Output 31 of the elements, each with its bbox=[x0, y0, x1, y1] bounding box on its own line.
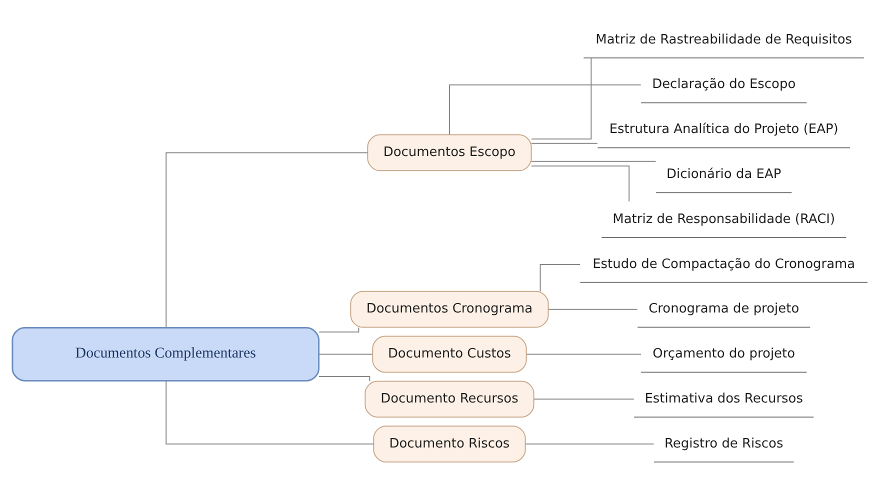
node-text: Matriz de Rastreabilidade de Requisitos bbox=[596, 32, 852, 48]
connector bbox=[548, 308, 638, 310]
connector bbox=[525, 444, 654, 445]
node-box: Documento Custos bbox=[372, 336, 527, 373]
node-text: Declaração do Escopo bbox=[652, 77, 796, 92]
connector bbox=[318, 354, 373, 355]
connector bbox=[318, 376, 370, 382]
connector bbox=[166, 152, 368, 328]
node-box: Documento Recursos bbox=[364, 380, 534, 418]
node-text: Orçamento do projeto bbox=[652, 346, 796, 362]
connector bbox=[530, 160, 656, 162]
connector bbox=[530, 166, 630, 202]
node-text: Registro de Riscos bbox=[664, 436, 784, 452]
node-box: Documentos Cronograma bbox=[350, 290, 549, 328]
connector bbox=[166, 380, 374, 445]
node-text: Estrutura Analítica do Projeto (EAP) bbox=[609, 122, 838, 138]
node-text: Cronograma de projeto bbox=[648, 302, 800, 317]
connector bbox=[540, 264, 581, 292]
node-text: Estimativa dos Recursos bbox=[644, 392, 803, 407]
node-box: Documentos Escopo bbox=[367, 134, 532, 172]
connector bbox=[526, 354, 642, 355]
connector bbox=[534, 398, 634, 400]
connector bbox=[448, 84, 642, 136]
connector bbox=[530, 58, 592, 140]
connector bbox=[530, 142, 598, 144]
connector bbox=[318, 327, 360, 333]
node-text: Dicionário da EAP bbox=[666, 167, 782, 182]
node-text: Matriz de Responsabilidade (RACI) bbox=[612, 212, 836, 227]
node-box: Documentos Complementares bbox=[12, 327, 320, 382]
node-box: Documento Riscos bbox=[373, 426, 526, 462]
node-text: Estudo de Compactação do Cronograma bbox=[592, 256, 856, 272]
